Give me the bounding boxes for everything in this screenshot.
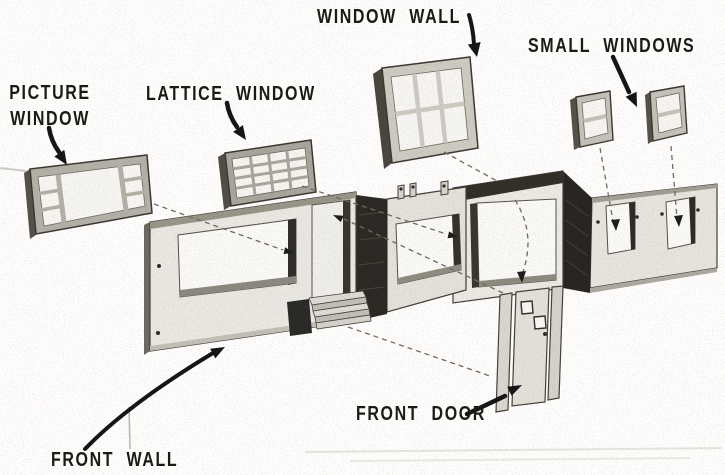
label-window-wall: WINDOW WALL — [317, 6, 461, 28]
label-front-door: FRONT DOOR — [356, 403, 486, 425]
label-picture-window: PICTURE WINDOW — [2, 80, 98, 132]
label-front-wall: FRONT WALL — [51, 449, 179, 471]
label-picture-window-line1: PICTURE — [9, 82, 91, 104]
label-small-windows: SMALL WINDOWS — [528, 35, 696, 57]
label-picture-window-line2: WINDOW — [10, 108, 90, 130]
label-lattice-window: LATTICE WINDOW — [146, 83, 316, 105]
